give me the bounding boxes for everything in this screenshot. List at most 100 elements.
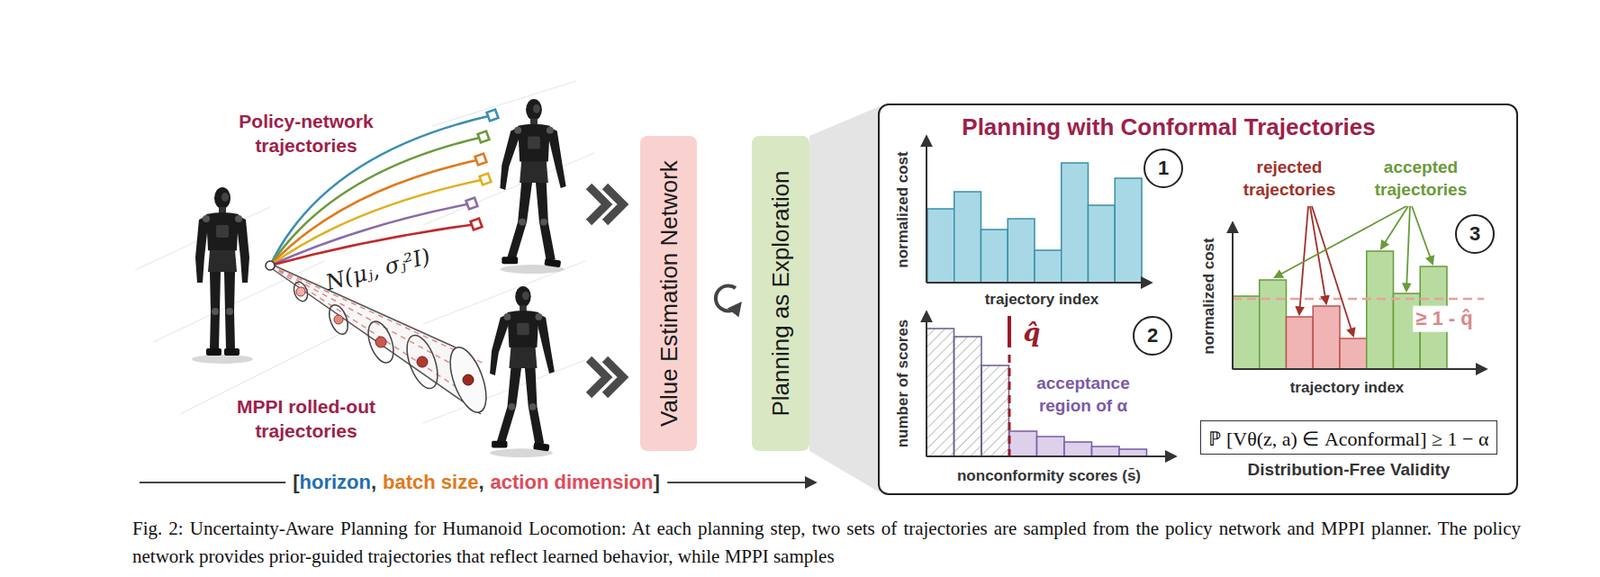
stage-box: Planning as Exploration: [751, 135, 810, 452]
figure-label: number of scores: [893, 319, 913, 449]
score-histogram: [1007, 316, 1012, 348]
tensor-dim-label: horizon: [299, 470, 371, 495]
figure-label: N(μⱼ, σⱼ²I): [323, 243, 434, 299]
cost-chart: [926, 136, 1151, 283]
tensor-dim-label: ]: [652, 470, 660, 495]
score-histogram: [926, 312, 1176, 457]
conformal-chart: [1232, 296, 1260, 370]
callout-circle: 1: [1143, 148, 1184, 189]
conformal-chart: [1274, 206, 1407, 278]
cost-chart: [1007, 218, 1035, 283]
cost-chart: [927, 162, 1142, 283]
panel-ground: [878, 104, 1518, 495]
mppi-cone: [363, 317, 399, 366]
policy-trajectories: [270, 136, 484, 266]
conformal-chart: [1366, 251, 1394, 370]
mppi-cone: [291, 280, 311, 303]
conformal-chart: [1411, 206, 1433, 264]
chevrons: [588, 359, 607, 396]
panel-title: Planning with Conformal Trajectories: [961, 113, 1375, 142]
formula-box: ℙ [Vθ(z, a) ∈ Aconformal] ≥ 1 − α Distrib…: [1200, 420, 1497, 480]
chevrons: [588, 186, 607, 223]
tensor-dim-label: [: [292, 470, 299, 495]
conformal-chart: [1232, 298, 1484, 301]
mppi-cone: [296, 287, 306, 297]
robots: [191, 187, 254, 364]
loop-arrow: [715, 285, 739, 311]
mppi-cone: [270, 263, 481, 415]
figure-label: normalized cost: [893, 151, 913, 268]
score-histogram: [954, 336, 983, 457]
mppi-cone: [442, 343, 494, 417]
score-histogram: [1009, 431, 1148, 457]
score-histogram: [926, 455, 1176, 458]
figure-label: acceptance region of α: [1015, 372, 1151, 417]
figure-label: trajectory index: [985, 289, 1100, 310]
chevrons: [605, 186, 624, 223]
policy-trajectories: [470, 218, 483, 231]
mppi-cone: [265, 261, 275, 271]
robots: [499, 99, 566, 274]
chevrons: [605, 359, 624, 396]
conformal-chart: [1286, 316, 1314, 370]
figure-caption: Fig. 2: Uncertainty-Aware Planning for H…: [132, 515, 1521, 571]
figure-label: q̂: [1023, 316, 1041, 349]
conformal-chart: [1232, 368, 1486, 371]
policy-trajectories: [478, 131, 490, 144]
cost-chart: [925, 136, 928, 283]
conformal-chart: [1311, 206, 1354, 336]
conformal-chart: [1381, 206, 1409, 249]
cost-chart: [981, 229, 1009, 283]
policy-trajectories: [475, 153, 488, 166]
figure-label: Policy-network trajectories: [211, 108, 401, 159]
conformal-chart: [1312, 306, 1340, 370]
figure-label: ≥ 1 - q̂: [1412, 306, 1475, 333]
conformal-chart: [1259, 280, 1287, 370]
figure-label: accepted trajectories: [1362, 156, 1480, 201]
conformal-chart: [1406, 206, 1411, 291]
mppi-cone: [270, 265, 478, 401]
score-histogram: [1064, 442, 1093, 457]
mppi-cone: [265, 261, 494, 417]
tensor-shape-label: [horizon,batch size,action dimension]: [285, 470, 668, 495]
mppi-cone: [400, 331, 444, 393]
policy-trajectories: [270, 159, 481, 266]
figure-label: MPPI rolled-out trajectories: [211, 394, 401, 444]
callout-number: 3: [1469, 222, 1481, 246]
conformal-chart: [1232, 206, 1486, 370]
cost-chart: [926, 281, 1151, 284]
tensor-dim-label: action dimension: [490, 470, 654, 495]
policy-trajectories: [270, 179, 486, 266]
score-histogram: [926, 328, 1010, 457]
policy-trajectories: [270, 203, 472, 266]
formula-heading: Distribution-Free Validity: [1200, 460, 1497, 480]
score-histogram: [1008, 354, 1012, 457]
formula-text: ℙ [Vθ(z, a) ∈ Aconformal] ≥ 1 − α: [1200, 420, 1497, 455]
tensor-dim-label: ,: [478, 470, 484, 495]
score-histogram: [926, 328, 955, 457]
figure-label: nonconformity scores (s̄): [957, 466, 1141, 487]
callout-number: 1: [1157, 156, 1169, 181]
cost-chart: [927, 208, 955, 283]
score-histogram: [1092, 446, 1121, 457]
tensor-dim-label: ,: [370, 470, 377, 495]
robots: [489, 286, 555, 458]
conformal-chart: [1339, 338, 1367, 370]
tensor-dim-label: batch size: [382, 470, 479, 495]
chevrons: [588, 186, 624, 396]
policy-trajectories: [479, 173, 492, 186]
figure-label: trajectory index: [1290, 378, 1405, 398]
mppi-cone: [375, 336, 387, 348]
score-histogram: [1009, 431, 1038, 457]
callout-circle: 3: [1455, 214, 1495, 254]
conformal-chart: [1231, 223, 1234, 370]
mppi-cone: [462, 374, 474, 386]
conformal-chart: [1274, 206, 1433, 291]
cost-chart: [1114, 178, 1142, 283]
cost-chart: [1034, 250, 1062, 283]
cost-chart: [1088, 205, 1116, 283]
robots: [191, 99, 567, 458]
figure-label: rejected trajectories: [1230, 156, 1348, 201]
stage-label: Value Estimation Network: [654, 160, 683, 427]
score-histogram: [981, 365, 1010, 457]
